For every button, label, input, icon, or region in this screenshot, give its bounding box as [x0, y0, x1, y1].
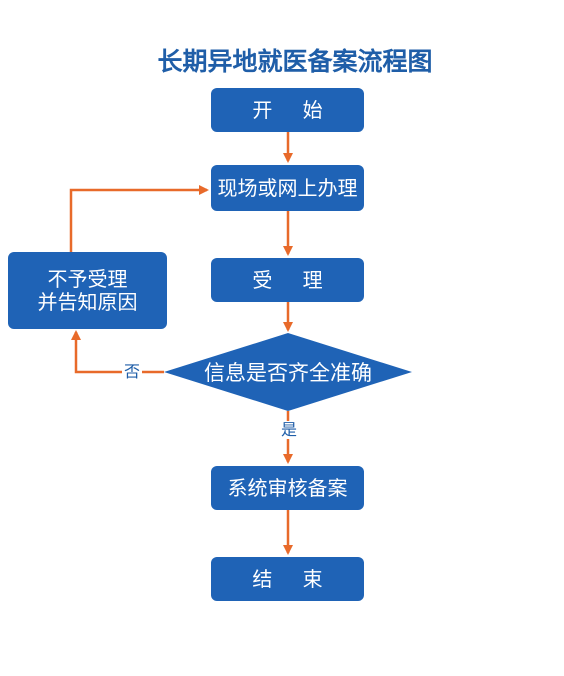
end-node: 结 束: [211, 557, 364, 601]
accept-node-label: 受 理: [252, 267, 335, 292]
decision-text: 信息是否齐全准确: [204, 361, 372, 385]
reject-node: 不予受理 并告知原因: [8, 252, 167, 329]
review-node: 系统审核备案: [211, 466, 364, 510]
apply-node-label: 现场或网上办理: [217, 175, 358, 200]
arrow-check-to-reject: [71, 330, 164, 374]
start-node: 开 始: [211, 88, 364, 132]
reject-node-line2: 并告知原因: [37, 289, 138, 314]
end-node-label: 结 束: [252, 566, 335, 591]
arrow-reject-to-apply: [69, 185, 209, 252]
start-node-label: 开 始: [252, 97, 335, 122]
apply-node: 现场或网上办理: [211, 165, 364, 211]
review-node-label: 系统审核备案: [227, 475, 348, 500]
no-label: 否: [122, 362, 143, 381]
decision-label: 信息是否齐全准确: [164, 352, 412, 392]
accept-node: 受 理: [211, 258, 364, 302]
yes-label: 是: [280, 420, 299, 439]
diagram-title: 长期异地就医备案流程图: [157, 47, 433, 76]
decision-diamond: [164, 333, 412, 411]
reject-node-line1: 不予受理: [47, 266, 128, 291]
